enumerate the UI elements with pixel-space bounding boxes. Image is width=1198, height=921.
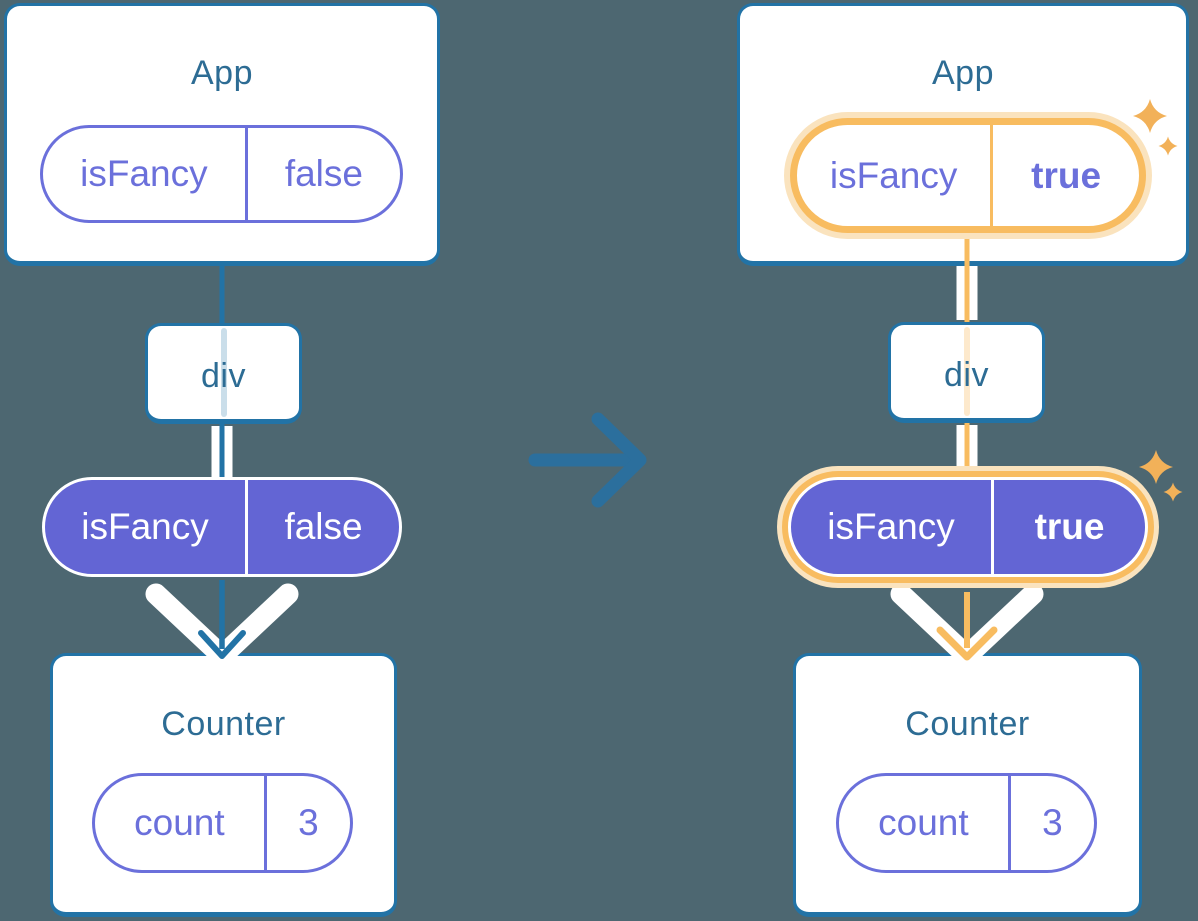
prop-pill-app-after-highlighted: isFancy true	[790, 118, 1146, 233]
sparkle-icon-large-pill	[1139, 450, 1173, 484]
prop-name: isFancy	[81, 506, 209, 547]
state-name: count	[878, 802, 969, 843]
prop-value: false	[284, 153, 363, 194]
pill-divider	[991, 480, 995, 574]
state-flow-ghost-line	[963, 327, 970, 416]
passed-prop-pill-after-highlighted: isFancy true	[788, 477, 1148, 577]
state-pill-counter-before: count 3	[92, 773, 353, 873]
state-value: 3	[298, 802, 319, 843]
pass-down-chevron-icon-before	[145, 583, 299, 667]
prop-pill-app-before: isFancy false	[40, 125, 403, 223]
state-name: count	[134, 802, 225, 843]
state-pill-counter-after: count 3	[836, 773, 1097, 873]
pill-divider	[1007, 776, 1011, 870]
component-title-counter-before: Counter	[161, 705, 286, 743]
state-flow-ghost-line	[220, 328, 227, 417]
div-card-after	[888, 322, 1045, 423]
pill-divider	[245, 480, 249, 574]
pill-divider	[263, 776, 267, 870]
right-arrow-head-icon	[591, 412, 647, 508]
passed-prop-pill-before: isFancy false	[42, 477, 402, 577]
prop-name: isFancy	[80, 153, 208, 194]
pass-down-chevron-icon-after	[890, 583, 1044, 667]
prop-name: isFancy	[829, 154, 958, 196]
prop-name: isFancy	[827, 506, 955, 547]
state-value: 3	[1042, 802, 1063, 843]
component-title-app-before: App	[191, 54, 253, 92]
prop-value: false	[284, 506, 363, 547]
pill-divider	[244, 128, 248, 220]
component-title-app-after: App	[932, 54, 994, 92]
sparkle-icon-small-pill	[1163, 482, 1183, 502]
div-card-before	[145, 323, 302, 424]
pill-divider	[990, 125, 994, 226]
component-title-counter-after: Counter	[905, 705, 1030, 743]
component-title-div-before: div	[201, 357, 246, 395]
component-title-div-after: div	[944, 356, 989, 394]
prop-value: true	[1031, 154, 1102, 196]
prop-value: true	[1034, 506, 1105, 547]
